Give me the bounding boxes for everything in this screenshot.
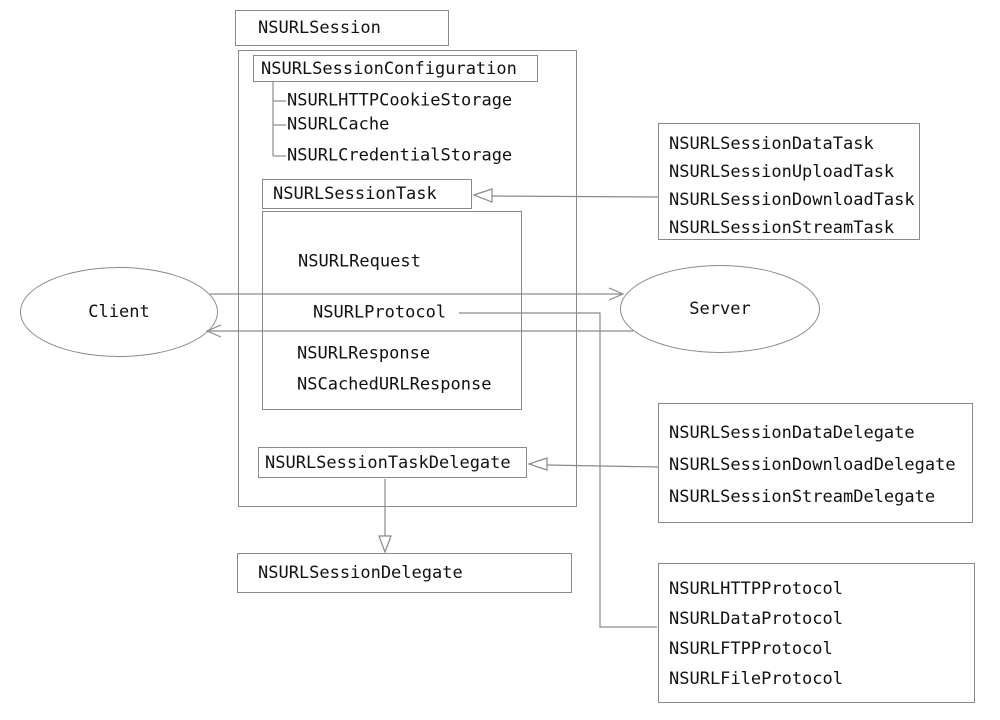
task-subclasses-box: NSURLSessionDataTask NSURLSessionUploadT…: [658, 123, 920, 240]
node-server-label: Server: [689, 299, 751, 319]
session-container-box: [238, 50, 577, 507]
node-nsurlsessionuploadtask: NSURLSessionUploadTask: [669, 162, 895, 182]
node-nscachedurlresponse: NSCachedURLResponse: [297, 374, 492, 395]
node-nsurlftpprotocol: NSURLFTPProtocol: [669, 639, 833, 659]
node-nsurlsessiondatatask: NSURLSessionDataTask: [669, 134, 874, 154]
node-nsurlsessiontask-label: NSURLSessionTask: [273, 184, 437, 204]
node-client-ellipse: Client: [20, 267, 218, 357]
node-nsurlfileprotocol: NSURLFileProtocol: [669, 669, 843, 689]
node-nsurldataprotocol: NSURLDataProtocol: [669, 609, 843, 629]
url-protocol-classes-box: NSURLHTTPProtocol NSURLDataProtocol NSUR…: [658, 563, 975, 703]
node-nsurlsessiontask: NSURLSessionTask: [262, 179, 472, 209]
node-nsurlsessionconfiguration: NSURLSessionConfiguration: [253, 55, 538, 82]
request-response-box: [262, 211, 522, 410]
node-nsurlsessionconfiguration-label: NSURLSessionConfiguration: [261, 58, 517, 79]
node-nsurlsession: NSURLSession: [235, 10, 449, 46]
node-nsurlsessiontaskdelegate: NSURLSessionTaskDelegate: [258, 447, 527, 478]
inheritance-triangle-down-icon: [378, 535, 392, 554]
node-nsurlsessiondownloadtask: NSURLSessionDownloadTask: [669, 190, 915, 210]
node-nsurlcache: NSURLCache: [287, 114, 390, 135]
node-nsurlprotocol: NSURLProtocol: [313, 302, 447, 323]
node-nsurlsessiondatadelegate: NSURLSessionDataDelegate: [669, 423, 915, 443]
node-nsurlsession-label: NSURLSession: [258, 18, 381, 38]
node-nsurlsessionstreamtask: NSURLSessionStreamTask: [669, 218, 895, 238]
node-nsurlhttpprotocol: NSURLHTTPProtocol: [669, 579, 843, 599]
node-nsurlresponse: NSURLResponse: [297, 343, 431, 364]
delegate-protocols-box: NSURLSessionDataDelegate NSURLSessionDow…: [658, 403, 973, 523]
node-nsurlsessiontaskdelegate-label: NSURLSessionTaskDelegate: [265, 452, 511, 473]
arrow-right-icon: [608, 287, 625, 301]
node-nsurlcredentialstorage: NSURLCredentialStorage: [287, 145, 513, 166]
node-nsurlsessiondelegate-label: NSURLSessionDelegate: [258, 563, 463, 583]
node-client-label: Client: [88, 302, 150, 322]
node-server-ellipse: Server: [620, 265, 820, 353]
node-nsurlsessiondownloaddelegate: NSURLSessionDownloadDelegate: [669, 455, 956, 475]
node-nsurlsessiondelegate: NSURLSessionDelegate: [237, 553, 572, 593]
node-nsurlsessionstreamdelegate: NSURLSessionStreamDelegate: [669, 487, 936, 507]
node-nsurlrequest: NSURLRequest: [298, 251, 421, 272]
node-nsurlhttpcookiestorage: NSURLHTTPCookieStorage: [287, 90, 513, 111]
